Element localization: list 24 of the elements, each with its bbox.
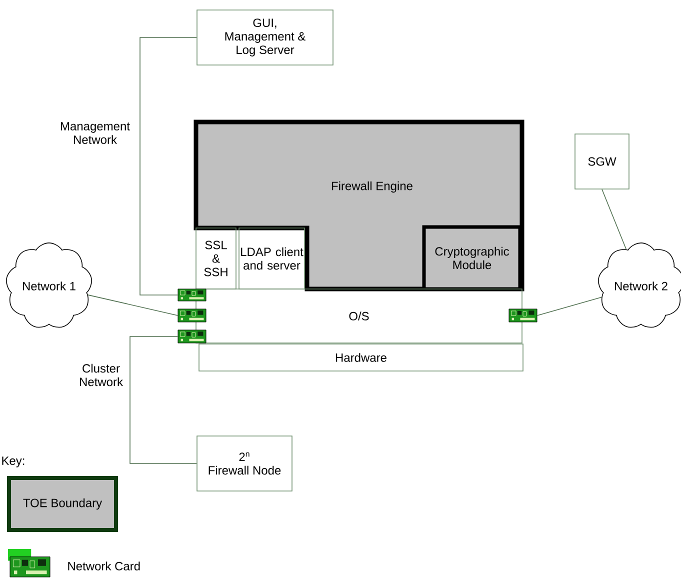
directory-service-box: LDAP client and server [238,228,305,290]
network-cloud: Network 2 [598,242,681,328]
legend-box: TOE Boundary [7,476,118,532]
os-box: O/S [196,288,522,344]
network-card-icon [178,308,206,322]
connection-line [88,294,178,316]
connection-line [140,37,197,296]
network-card-icon [178,288,206,302]
crypto-module-box: Cryptographic Module [422,225,522,291]
network-card-icon [178,330,206,344]
hardware-box: Hardware [198,344,524,372]
connection-line [602,189,627,250]
legend-label: Network Card [68,562,140,570]
connection-line [130,336,197,464]
firewall-node-box: 2$^{n}$ Firewall Node [196,436,292,492]
edge-label: Cluster Network [76,362,126,388]
gateway-box: SGW [574,134,630,190]
protocol-box: SSL & SSH [196,228,236,290]
network-card-icon [508,308,538,322]
server-box: GUI, Management & Log Server [196,10,334,66]
network-cloud: Network 1 [6,242,92,328]
edge-label: Management Network [57,121,133,145]
connection-line [536,296,602,316]
key-heading: Key: [2,456,24,468]
